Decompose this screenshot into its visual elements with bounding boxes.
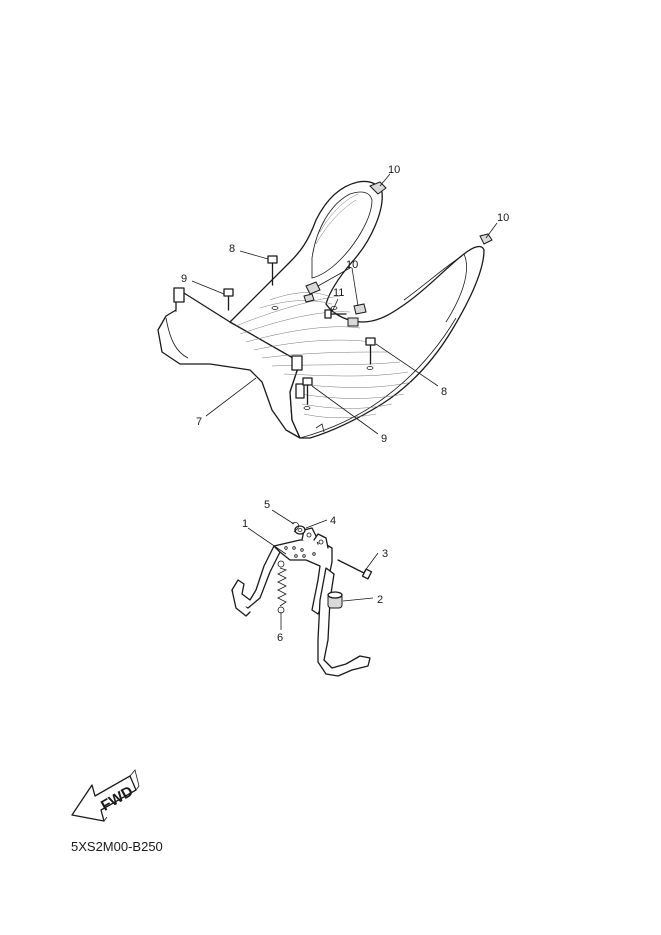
nut-10-right <box>479 233 493 245</box>
bolt-9-left <box>223 288 234 311</box>
callout-8-right: 8 <box>441 386 447 398</box>
callout-6: 6 <box>277 632 283 644</box>
nut-10-top <box>369 181 387 195</box>
callout-4: 4 <box>330 515 336 527</box>
nut-10-inner-left <box>303 281 321 303</box>
callout-5: 5 <box>264 499 270 511</box>
shaft-3 <box>337 559 373 580</box>
callout-10-inner: 10 <box>346 259 358 271</box>
callout-labels: 10 10 10 11 8 9 8 9 7 1 5 4 3 2 6 <box>181 164 509 644</box>
callout-9-right: 9 <box>381 433 387 445</box>
callout-9-left: 9 <box>181 273 187 285</box>
bolt-8-left <box>267 255 278 286</box>
callout-3: 3 <box>382 548 388 560</box>
leader-lines <box>191 173 498 630</box>
main-stand <box>231 527 371 677</box>
callout-10-top: 10 <box>388 164 400 176</box>
callout-1: 1 <box>242 518 248 530</box>
leg-shield-cover <box>157 180 485 439</box>
spring-6 <box>277 560 288 614</box>
nut-10-inner-right <box>347 303 367 327</box>
stopper-2 <box>327 591 343 609</box>
callout-8-left: 8 <box>229 243 235 255</box>
callout-10-right: 10 <box>497 212 509 224</box>
diagram-code: 5XS2M00-B250 <box>71 839 163 854</box>
fwd-arrow-icon: FWD <box>71 769 140 822</box>
screw-11 <box>324 309 347 319</box>
bolt-8-right <box>365 337 376 365</box>
callout-11: 11 <box>333 287 344 299</box>
callout-7: 7 <box>196 416 202 428</box>
bolt-9-right <box>302 377 313 405</box>
callout-2: 2 <box>377 594 383 606</box>
